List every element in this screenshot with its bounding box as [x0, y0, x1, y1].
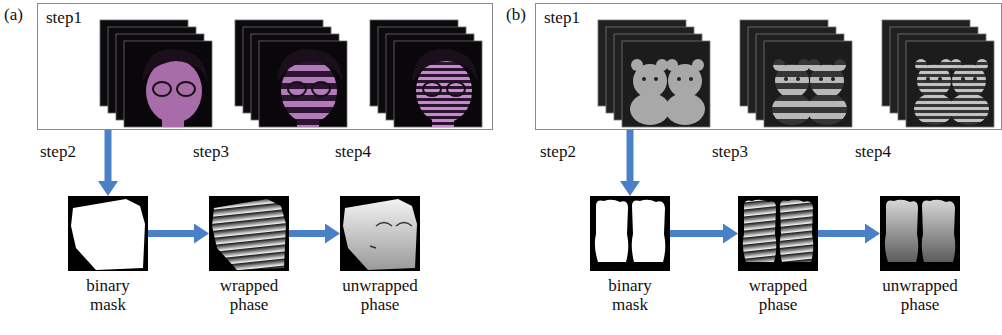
step-label: step4: [335, 143, 371, 162]
step-label: step4: [855, 143, 891, 162]
step-label: step2: [540, 143, 576, 162]
phase-detail: [370, 223, 412, 249]
image-ground: [738, 196, 818, 271]
result-image: step4unwrapped phase: [340, 196, 420, 271]
image-frame: [394, 41, 482, 127]
flow-arrow: [105, 130, 112, 181]
image-ground: [68, 196, 148, 271]
toy-photo: [622, 41, 710, 127]
flow-arrow: [818, 230, 865, 237]
result-image: step2binary mask: [590, 196, 670, 271]
image-frame: [906, 41, 994, 127]
face-illustration: [412, 49, 478, 127]
image-frame: [622, 41, 710, 127]
result-image: step4unwrapped phase: [880, 196, 960, 271]
step-label: step3: [712, 143, 748, 162]
image-caption: wrapped phase: [739, 277, 817, 314]
phase-region: [885, 200, 955, 262]
step-panel: step1: [535, 3, 1002, 130]
unwrapped-image: [880, 196, 960, 271]
step-label: step1: [38, 4, 90, 33]
image-ground: [340, 196, 420, 271]
mask-region: [71, 199, 145, 270]
flow-arrow: [289, 230, 325, 237]
phase-region: [743, 200, 813, 262]
image-frame: [259, 41, 347, 127]
mask-image: [68, 196, 148, 271]
toy-illustration: [772, 59, 847, 125]
phase-region: [343, 199, 417, 270]
unwrapped-image: [340, 196, 420, 271]
face-illustration: [142, 49, 208, 127]
step-label: step3: [193, 143, 229, 162]
image-ground: [590, 196, 670, 271]
step-label: step2: [40, 143, 76, 162]
image-ground: [209, 196, 289, 271]
toy-illustration: [914, 59, 989, 125]
flow-arrow: [148, 230, 194, 237]
image-caption: binary mask: [69, 277, 147, 314]
fringe-photo: [764, 41, 852, 127]
panel-letter: (b): [506, 6, 526, 25]
toy-illustration: [630, 59, 705, 125]
flow-arrow: [670, 230, 723, 237]
face-illustration: [277, 49, 343, 127]
image-caption: wrapped phase: [210, 277, 288, 314]
image-caption: unwrapped phase: [881, 277, 959, 314]
image-caption: unwrapped phase: [341, 277, 419, 314]
face-photo: [124, 41, 212, 127]
result-image: step3wrapped phase: [738, 196, 818, 271]
image-frame: [124, 41, 212, 127]
image-frame: [764, 41, 852, 127]
phase-region: [212, 199, 286, 270]
fringe-photo: [906, 41, 994, 127]
fringe-photo: [259, 41, 347, 127]
result-image: step2binary mask: [68, 196, 148, 271]
wrapped-image: [209, 196, 289, 271]
step-label: step1: [536, 4, 588, 33]
fringe-photo: [394, 41, 482, 127]
panel-letter: (a): [4, 6, 23, 25]
wrapped-image: [738, 196, 818, 271]
step-panel: step1: [37, 3, 493, 130]
mask-image: [590, 196, 670, 271]
result-image: step3wrapped phase: [209, 196, 289, 271]
image-caption: binary mask: [591, 277, 669, 314]
image-ground: [880, 196, 960, 271]
flow-arrow: [627, 130, 634, 181]
mask-region: [595, 200, 665, 262]
